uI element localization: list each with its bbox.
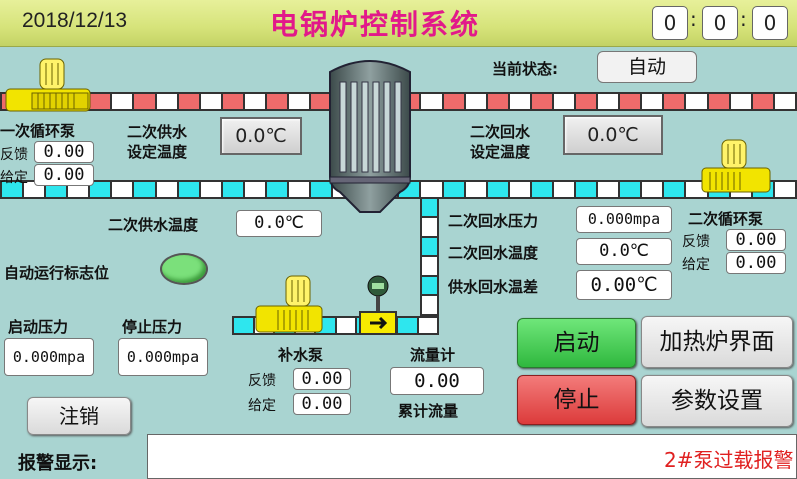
supply-temp-label: 二次供水温度 [108,216,199,234]
start-pressure-input[interactable]: 0.000mpa [4,338,94,376]
alarm-display: 2#泵过载报警 [147,434,797,479]
flow-meter-icon [359,275,397,335]
clock-hour: 0 [652,6,688,40]
supply-temp-value: 0.0℃ [236,210,322,237]
makeup-setpoint-input[interactable]: 0.00 [293,393,351,415]
pump1-feedback-value: 0.00 [34,141,94,163]
pump1-icon [5,58,91,112]
makeup-pump-title: 补水泵 [278,346,324,364]
return-set-label-1: 二次回水 [470,123,531,141]
stop-button[interactable]: 停止 [517,375,636,425]
page-title: 电锅炉控制系统 [270,8,481,41]
clock-colon-1: : [690,7,697,31]
alarm-label: 报警显示: [18,453,98,474]
return-set-temp-input[interactable]: 0.0℃ [563,115,663,155]
heating-furnace-button[interactable]: 加热炉界面 [641,316,793,368]
supply-set-label-1: 二次供水 [127,123,188,141]
pump2-setpoint-input[interactable]: 0.00 [726,252,786,274]
pump1-setpoint-input[interactable]: 0.00 [34,164,94,186]
return-pressure-label: 二次回水压力 [448,212,539,230]
pump2-feedback-label: 反馈 [682,234,710,250]
clock-colon-2: : [740,7,747,31]
clock-second: 0 [752,6,788,40]
temp-diff-label: 供水回水温差 [448,278,539,296]
start-pressure-label: 启动压力 [8,318,69,336]
return-set-label-2: 设定温度 [470,143,531,161]
cold-pipe-vertical [420,197,439,335]
pump2-feedback-value: 0.00 [726,229,786,251]
logout-button[interactable]: 注销 [27,397,131,435]
flow-title: 流量计 [410,346,456,364]
date-display: 2018/12/13 [22,9,128,32]
temp-diff-value: 0.00℃ [576,270,672,300]
supply-set-label-2: 设定温度 [127,143,188,161]
return-temp-value: 0.0℃ [576,238,672,265]
pump2-title: 二次循环泵 [688,210,764,228]
boiler-tank-icon [329,60,411,213]
alarm-message: 2#泵过载报警 [664,448,794,472]
makeup-setpoint-label: 给定 [248,398,276,414]
return-temp-label: 二次回水温度 [448,244,539,262]
makeup-feedback-label: 反馈 [248,373,276,389]
flow-total-label: 累计流量 [398,402,459,420]
return-pressure-value: 0.000mpa [576,206,672,233]
pump2-icon [701,139,771,193]
clock-minute: 0 [702,6,738,40]
pump1-title: 一次循环泵 [0,122,76,140]
pump2-setpoint-label: 给定 [682,257,710,273]
makeup-feedback-value: 0.00 [293,368,351,390]
status-value: 自动 [597,51,697,83]
pump1-feedback-label: 反馈 [0,147,28,163]
makeup-pump-icon [255,275,323,333]
start-button[interactable]: 启动 [517,318,636,368]
parameter-settings-button[interactable]: 参数设置 [641,375,793,427]
stop-pressure-input[interactable]: 0.000mpa [118,338,208,376]
auto-flag-indicator [160,253,208,285]
supply-set-temp-input[interactable]: 0.0℃ [220,117,302,155]
status-label: 当前状态: [492,60,558,78]
stop-pressure-label: 停止压力 [122,318,183,336]
pump1-setpoint-label: 给定 [0,170,28,186]
auto-flag-label: 自动运行标志位 [4,264,110,282]
flow-value: 0.00 [390,367,484,395]
